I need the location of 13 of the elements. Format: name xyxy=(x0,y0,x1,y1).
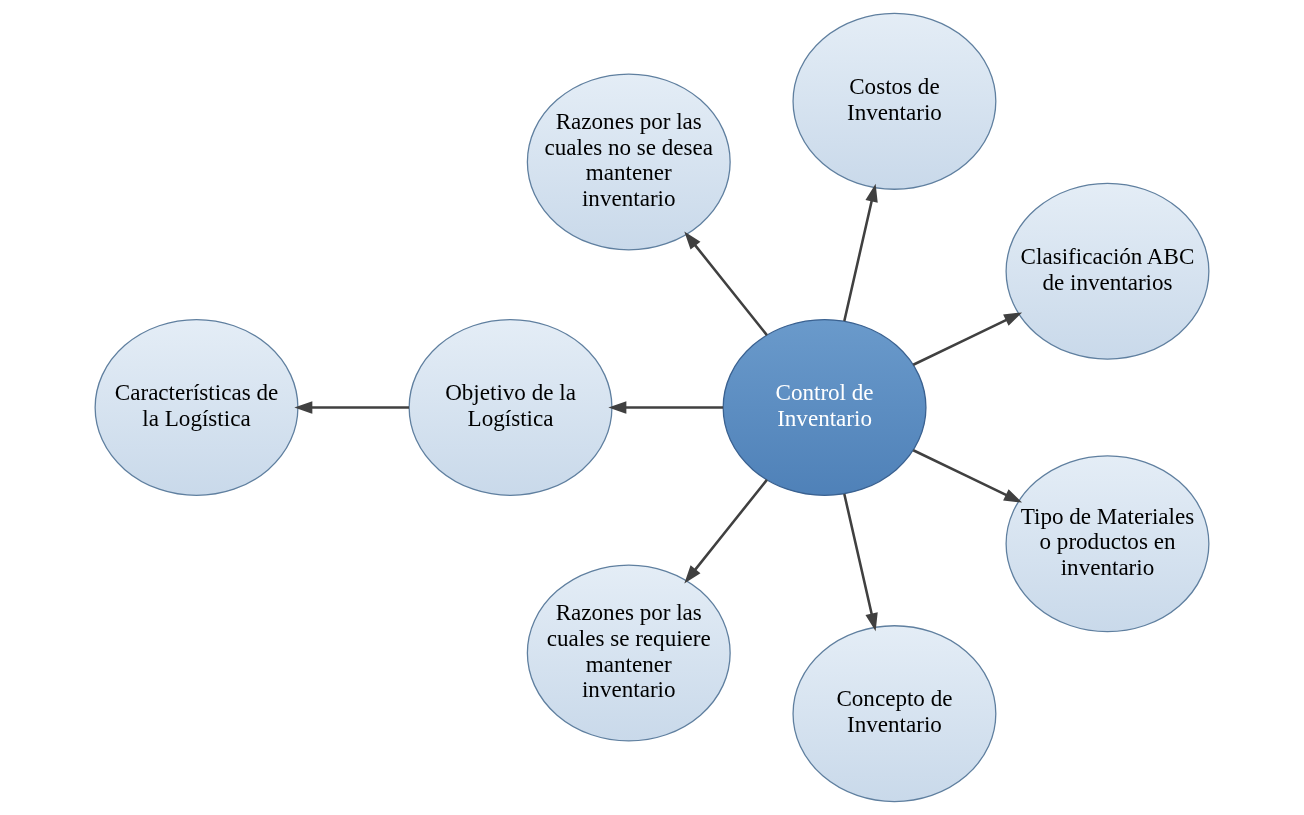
arrow xyxy=(608,401,724,414)
arrow xyxy=(843,183,878,322)
arrow xyxy=(912,312,1023,366)
arrow xyxy=(684,479,768,584)
arrow xyxy=(912,449,1023,503)
arrow xyxy=(843,493,878,632)
node-ellipse: Objetivo de la Logística xyxy=(408,318,613,497)
node-ellipse: Características de la Logística xyxy=(94,318,299,497)
node-ellipse: Costos de Inventario xyxy=(792,12,997,190)
node-ellipse: Concepto de Inventario xyxy=(792,625,997,803)
arrow xyxy=(684,231,768,336)
node-ellipse: Control de Inventario xyxy=(722,318,927,497)
arrow xyxy=(294,401,409,414)
